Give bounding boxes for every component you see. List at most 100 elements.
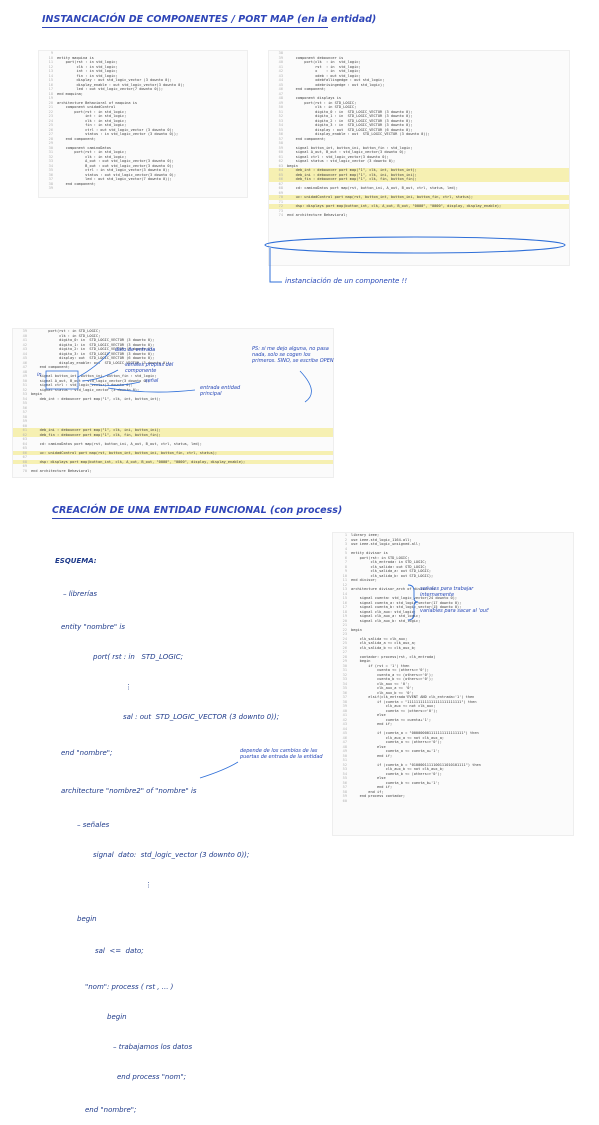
line-text: if (cuenta = "1111111111111111111111111"… <box>351 699 477 704</box>
code-line: 68 cd: caminoDatos port map(rst, button_… <box>269 186 569 191</box>
line-number: 39 <box>342 704 347 708</box>
line-number: 21 <box>342 623 347 627</box>
code-line: 50 clk : in STD_LOGIC; <box>269 105 569 110</box>
code-line: 28 end component; <box>39 137 247 142</box>
code-line: 57 <box>13 410 333 415</box>
code-line: 45 display: out STD_LOGIC_VECTOR (6 down… <box>13 356 333 361</box>
line-number: 54 <box>342 771 347 776</box>
line-text: clk_salida_a: out STD_LOGIC; <box>351 569 432 573</box>
code-line: 24 clk : in std_logic; <box>39 119 247 124</box>
port-arrow-2 <box>81 369 119 382</box>
line-text: port(rst : in STD_LOGIC; <box>31 329 101 333</box>
code-line: 31 cuenta <= (others=>'0'); <box>333 668 573 673</box>
line-number: 51 <box>342 758 347 762</box>
code-line: 40 clk : in STD_LOGIC; <box>13 334 333 339</box>
code-line: 67 <box>269 182 569 187</box>
line-text: cuenta_a <= (others=>'0'); <box>351 740 442 744</box>
line-text: cuenta_b <= (others=>'0'); <box>351 677 434 681</box>
scheme-line: signal dato: std_logic_vector (3 downto … <box>93 851 250 859</box>
code-line: 65 deb_ini : debouncer port map("1", clk… <box>269 172 569 177</box>
line-text: cd: caminoDatos port map(rst, button_ini… <box>31 441 202 446</box>
line-number: 62 <box>22 432 27 437</box>
line-number: 46 <box>342 735 347 740</box>
line-number: 52 <box>278 114 283 118</box>
line-number: 53 <box>278 118 283 123</box>
code-line: 7 clk_entrada: in STD_LOGIC; <box>333 560 573 565</box>
code-line: 64 deb_int : debouncer port map("1", clk… <box>269 168 569 173</box>
line-text: signal status : std_logic_vector (3 down… <box>287 159 396 163</box>
line-text: end if; <box>351 722 393 726</box>
line-number: 8 <box>344 564 347 569</box>
line-number: 70 <box>22 468 27 473</box>
line-text: use ieee.std_logic_unsigned.all; <box>351 542 421 546</box>
code-line: 67 <box>13 455 333 460</box>
line-number: 66 <box>278 177 283 181</box>
code-line: 38 end component; <box>39 182 247 187</box>
line-number: 56 <box>22 405 27 410</box>
code-line: 54 deb_int : debouncer port map("1", clk… <box>13 397 333 402</box>
line-text: signal clk_aux: std_logic; <box>351 609 416 614</box>
line-number: 22 <box>342 627 347 632</box>
line-text: uc: unidadControl port map(rst, button_i… <box>287 195 474 199</box>
code-line: 42 cuenta <= cuenta+'1'; <box>333 718 573 723</box>
code-line: 51 digito_0 : in STD_LOGIC_VECTOR (3 dow… <box>269 110 569 115</box>
line-number: 63 <box>278 163 283 168</box>
line-text: int : in std_logic; <box>57 114 127 118</box>
line-number: 47 <box>278 91 283 96</box>
line-number: 49 <box>22 374 27 378</box>
instance-arrow <box>269 248 282 283</box>
code-line: 13 int : in std_logic; <box>39 69 247 74</box>
line-number: 68 <box>22 459 27 464</box>
code-line: 71 <box>269 200 569 205</box>
line-text: clk_aux_b <= '0'; <box>351 690 414 695</box>
code-line: 55 else <box>333 776 573 781</box>
line-text: port(rst : in std_logic; <box>57 150 127 154</box>
line-number: 9 <box>50 51 53 55</box>
scheme-line: begin <box>107 1013 127 1021</box>
code-line: 52 digito_1 : in STD_LOGIC_VECTOR (3 dow… <box>269 114 569 119</box>
line-text: status : out std_logic_vector(3 downto 0… <box>57 172 176 177</box>
code-line: 49 port(rst : in STD_LOGIC; <box>269 101 569 106</box>
line-number: 32 <box>48 154 53 159</box>
code-line: 50 end if; <box>333 754 573 759</box>
code-line: 32 clk : in std_logic; <box>39 155 247 160</box>
code-line: 69 <box>13 464 333 469</box>
code-line: 56 display_enable : out STD_LOGIC_VECTOR… <box>269 132 569 137</box>
line-number: 54 <box>22 396 27 401</box>
line-number: 37 <box>48 177 53 181</box>
code-line: 66 uc: unidadControl port map(rst, butto… <box>13 450 333 455</box>
scheme-line: end process "nom"; <box>117 1073 187 1081</box>
line-number: 45 <box>342 731 347 735</box>
line-number: 46 <box>22 360 27 365</box>
line-number: 53 <box>22 392 27 396</box>
note-ps: PS: si me dejo alguna, no pasa nada, sol… <box>252 346 334 364</box>
code-line: 25 clk_salida_a <= clk_aux_a; <box>333 641 573 646</box>
line-number: 24 <box>48 118 53 123</box>
code-line: 57 end component; <box>269 137 569 142</box>
note-senal: señal <box>145 378 159 384</box>
code-line: 19 signal clk_aux_a: std_logic; <box>333 614 573 619</box>
line-number: 60 <box>22 423 27 428</box>
line-text: digito_2: in STD_LOGIC_VECTOR (3 downto … <box>31 347 155 351</box>
line-number: 44 <box>22 351 27 356</box>
code-line: 70 uc: unidadControl port map(rst, butto… <box>269 195 569 200</box>
line-number: 30 <box>48 145 53 150</box>
note-depende: depende de los cambios de las puertas de… <box>240 748 323 760</box>
line-number: 4 <box>344 546 347 551</box>
line-text: end component; <box>287 87 326 91</box>
code-line: 58 <box>269 141 569 146</box>
scheme-line: end "nombre"; <box>61 749 113 757</box>
line-number: 73 <box>278 208 283 213</box>
line-text: display : out std_logic_vector (3 downto… <box>57 78 172 82</box>
line-text: x : in std_logic; <box>287 69 361 73</box>
line-number: 39 <box>22 329 27 333</box>
code-line: 29 begin <box>333 659 573 664</box>
line-number: 13 <box>342 587 347 591</box>
line-number: 50 <box>22 378 27 383</box>
line-text: end maquina; <box>57 91 83 96</box>
code-line: 68 dsp: displays port map(button_int, cl… <box>13 459 333 464</box>
line-number: 60 <box>278 150 283 154</box>
line-text: end if; <box>351 789 384 794</box>
